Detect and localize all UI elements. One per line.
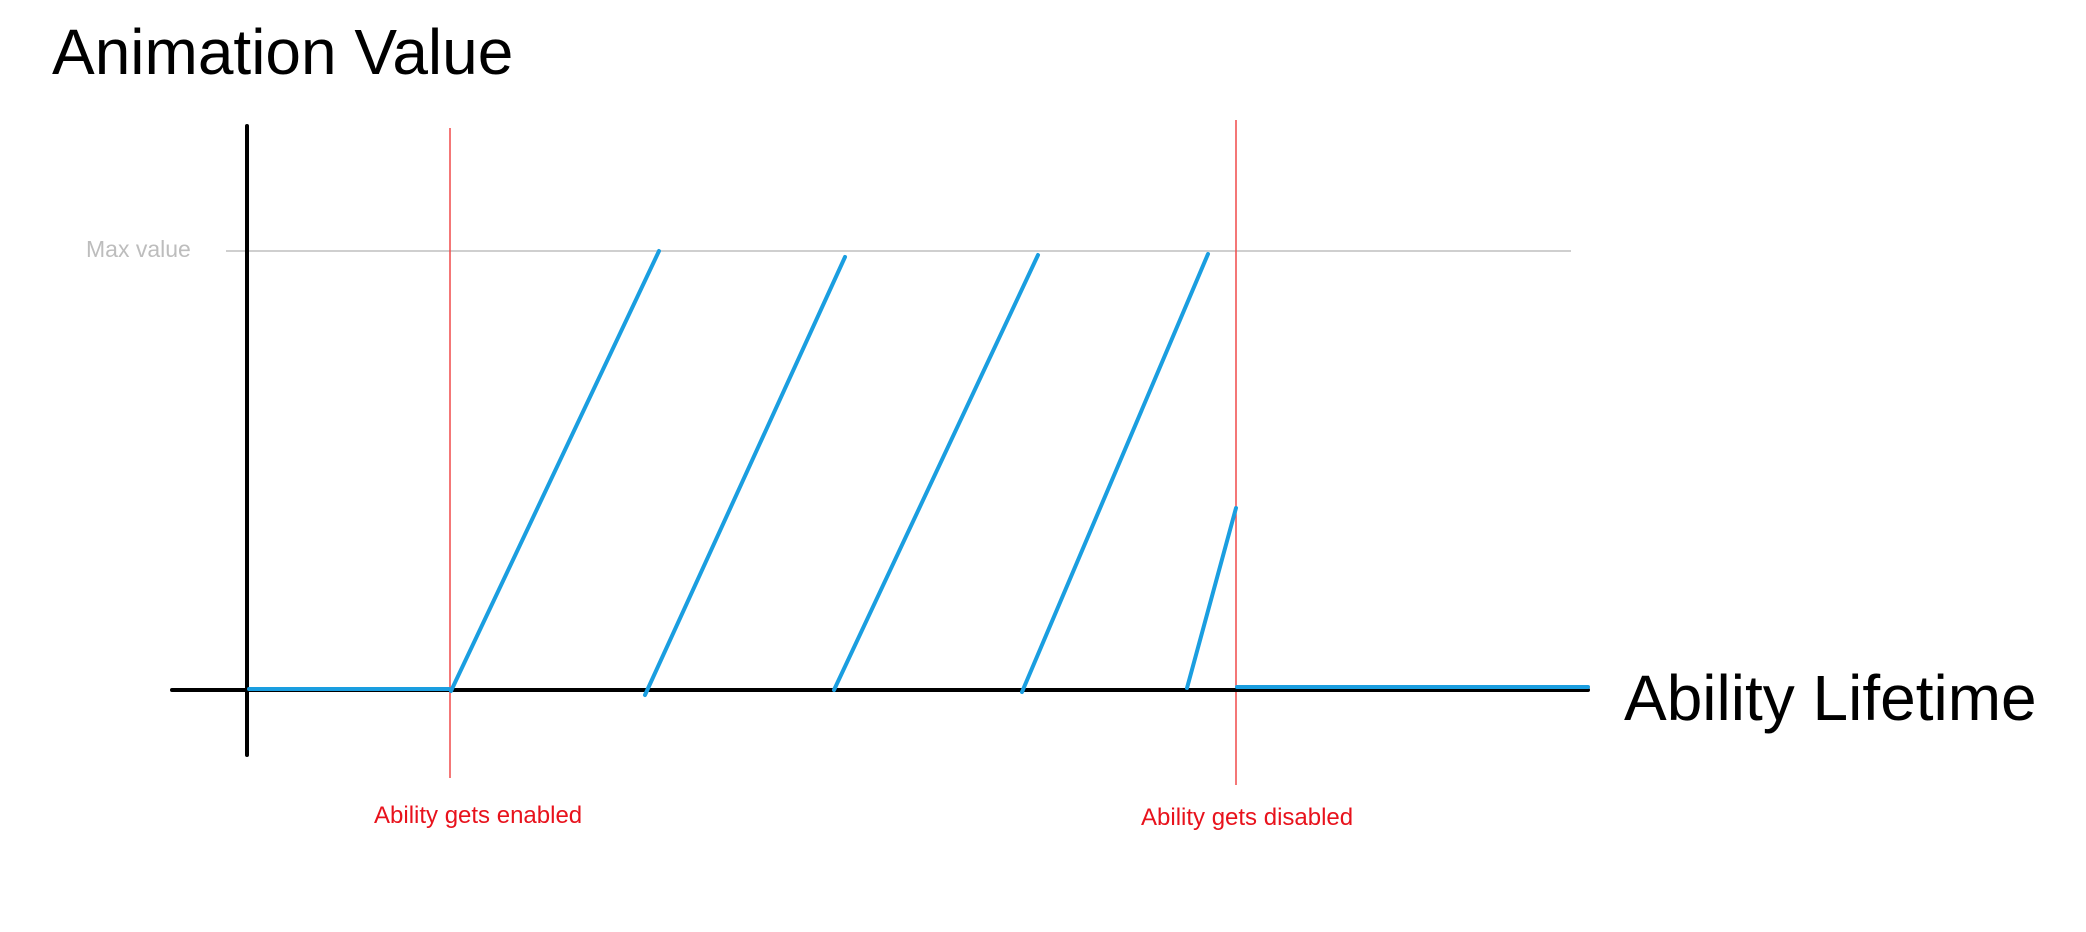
curve-ramp-5-partial	[1185, 506, 1238, 690]
curve-ramp-2	[643, 255, 847, 697]
curve-ramp-3	[832, 253, 1040, 692]
max-value-label: Max value	[86, 236, 191, 262]
disabled-event-label: Ability gets disabled	[1141, 804, 1354, 831]
x-axis-title: Ability Lifetime	[1624, 662, 2037, 734]
enabled-event-label: Ability gets enabled	[374, 802, 583, 829]
curve-ramp-4	[1020, 252, 1210, 694]
curve-ramp-1	[449, 249, 661, 693]
y-axis-title: Animation Value	[52, 16, 514, 88]
animation-value-curve	[247, 249, 1590, 697]
